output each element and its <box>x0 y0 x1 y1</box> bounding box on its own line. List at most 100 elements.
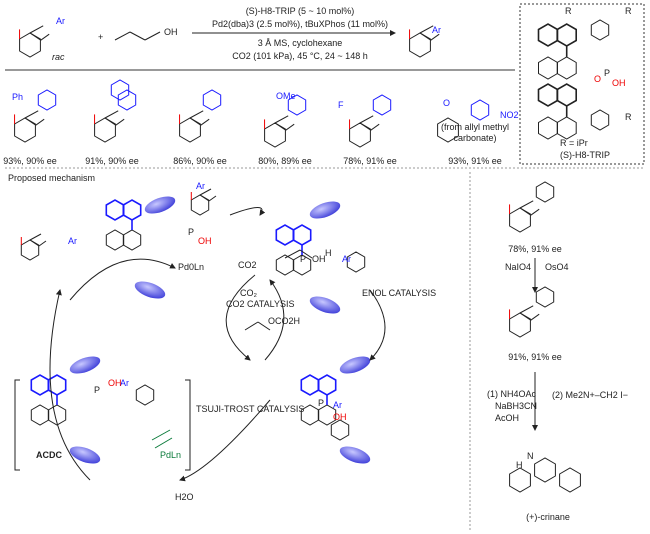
ar-label: Ar <box>56 16 65 26</box>
structure-drawings <box>14 19 610 493</box>
bond <box>519 305 534 314</box>
ring <box>590 109 610 131</box>
ring <box>538 56 558 80</box>
r-label: R <box>565 6 572 16</box>
bond <box>419 25 434 34</box>
n-label: N <box>527 451 534 461</box>
ring <box>372 94 392 116</box>
ring <box>105 199 125 221</box>
bond <box>104 117 117 126</box>
ring <box>135 384 155 406</box>
arrow <box>369 289 386 361</box>
step2-a: (1) NH4OAc <box>487 389 537 399</box>
co2-label: CO2 <box>238 260 257 270</box>
allyl-alcohol-oh: OH <box>164 27 178 37</box>
bond <box>189 117 202 126</box>
ring <box>330 419 350 441</box>
bond <box>129 31 146 41</box>
bond <box>299 249 313 259</box>
co2-catalysis-1: CO₂ <box>240 288 258 298</box>
ring <box>556 56 577 80</box>
ring <box>470 99 490 121</box>
bracket <box>14 379 20 471</box>
ketone-ar: Ar <box>196 181 205 191</box>
ring <box>275 224 295 246</box>
aryl-ellipse <box>309 296 341 314</box>
bond <box>519 312 532 321</box>
h2o-label: H2O <box>175 492 194 502</box>
ts1-p: P <box>300 254 306 264</box>
aryl-ellipse <box>69 356 101 374</box>
bond <box>151 429 171 441</box>
ring <box>202 89 222 111</box>
step2-b: NaBH3CN <box>495 401 537 411</box>
step2-c: AcOH <box>495 413 519 423</box>
ring <box>179 117 201 143</box>
yield-2: 91%, 90% ee <box>85 156 139 166</box>
bond <box>29 25 44 34</box>
catalyst-definition: R = iPr <box>560 138 588 148</box>
arrow <box>69 258 176 301</box>
ring <box>509 207 531 233</box>
r-label: R <box>625 6 632 16</box>
bond <box>38 240 47 247</box>
tsuji-trost-label: TSUJI-TROST CATALYSIS <box>196 404 304 414</box>
bond <box>519 207 532 216</box>
ring <box>537 83 559 107</box>
allyl-oh-label: OH <box>312 254 326 264</box>
ring <box>590 19 610 41</box>
ring <box>20 239 40 261</box>
ring <box>292 224 312 246</box>
ring <box>300 374 320 396</box>
no2-label: NO2 <box>500 110 519 120</box>
cat-p: P <box>188 227 194 237</box>
arrow <box>179 399 271 482</box>
enol-oh: OH <box>333 412 347 422</box>
ring <box>317 374 337 396</box>
bond <box>200 118 210 126</box>
condition-2: Pd2(dba)3 (2.5 mol%), tBuXPhos (11 mol%) <box>212 19 388 29</box>
acdc-label: ACDC <box>36 450 62 460</box>
ring <box>292 254 312 276</box>
bond <box>208 195 217 202</box>
bond <box>115 118 125 126</box>
bond <box>370 123 380 131</box>
ring <box>537 23 559 47</box>
crinane-label: (+)-crinane <box>526 512 570 522</box>
rac-label: rac <box>52 52 65 62</box>
arrow <box>264 279 285 361</box>
step2-d: (2) Me2N+–CH2 I− <box>552 390 628 400</box>
aryl-ellipse <box>69 446 101 464</box>
ring <box>437 117 459 143</box>
o-label: O <box>443 98 450 108</box>
bond <box>154 437 173 449</box>
bond <box>199 188 212 196</box>
acdc-ar: Ar <box>120 378 129 388</box>
pd0-label: Pd0Ln <box>178 262 204 272</box>
ring <box>117 89 137 111</box>
bond <box>114 31 131 41</box>
ome-label: OMe <box>276 91 296 101</box>
ring <box>535 286 555 308</box>
oh-label: OH <box>612 78 626 88</box>
f-label: F <box>338 100 344 110</box>
aryl-ellipse <box>134 281 166 299</box>
catalyst-box <box>519 3 645 165</box>
bond <box>530 313 540 321</box>
mechanism-title: Proposed mechanism <box>8 173 95 183</box>
ring <box>346 251 366 273</box>
ring <box>122 229 142 251</box>
aryl-ellipse <box>144 196 176 214</box>
pdln-label: PdLn <box>160 450 181 460</box>
bond <box>419 32 432 41</box>
bond <box>24 110 39 119</box>
enol-catalysis-label: ENOL CATALYSIS <box>362 288 436 298</box>
arrow <box>49 289 91 481</box>
bond <box>285 123 295 131</box>
ring <box>287 94 307 116</box>
allyl-carbonate-note: (from allyl methyl carbonate) <box>440 122 509 143</box>
o-label: O <box>594 74 601 84</box>
bond <box>144 31 161 41</box>
r-label: R <box>625 112 632 122</box>
